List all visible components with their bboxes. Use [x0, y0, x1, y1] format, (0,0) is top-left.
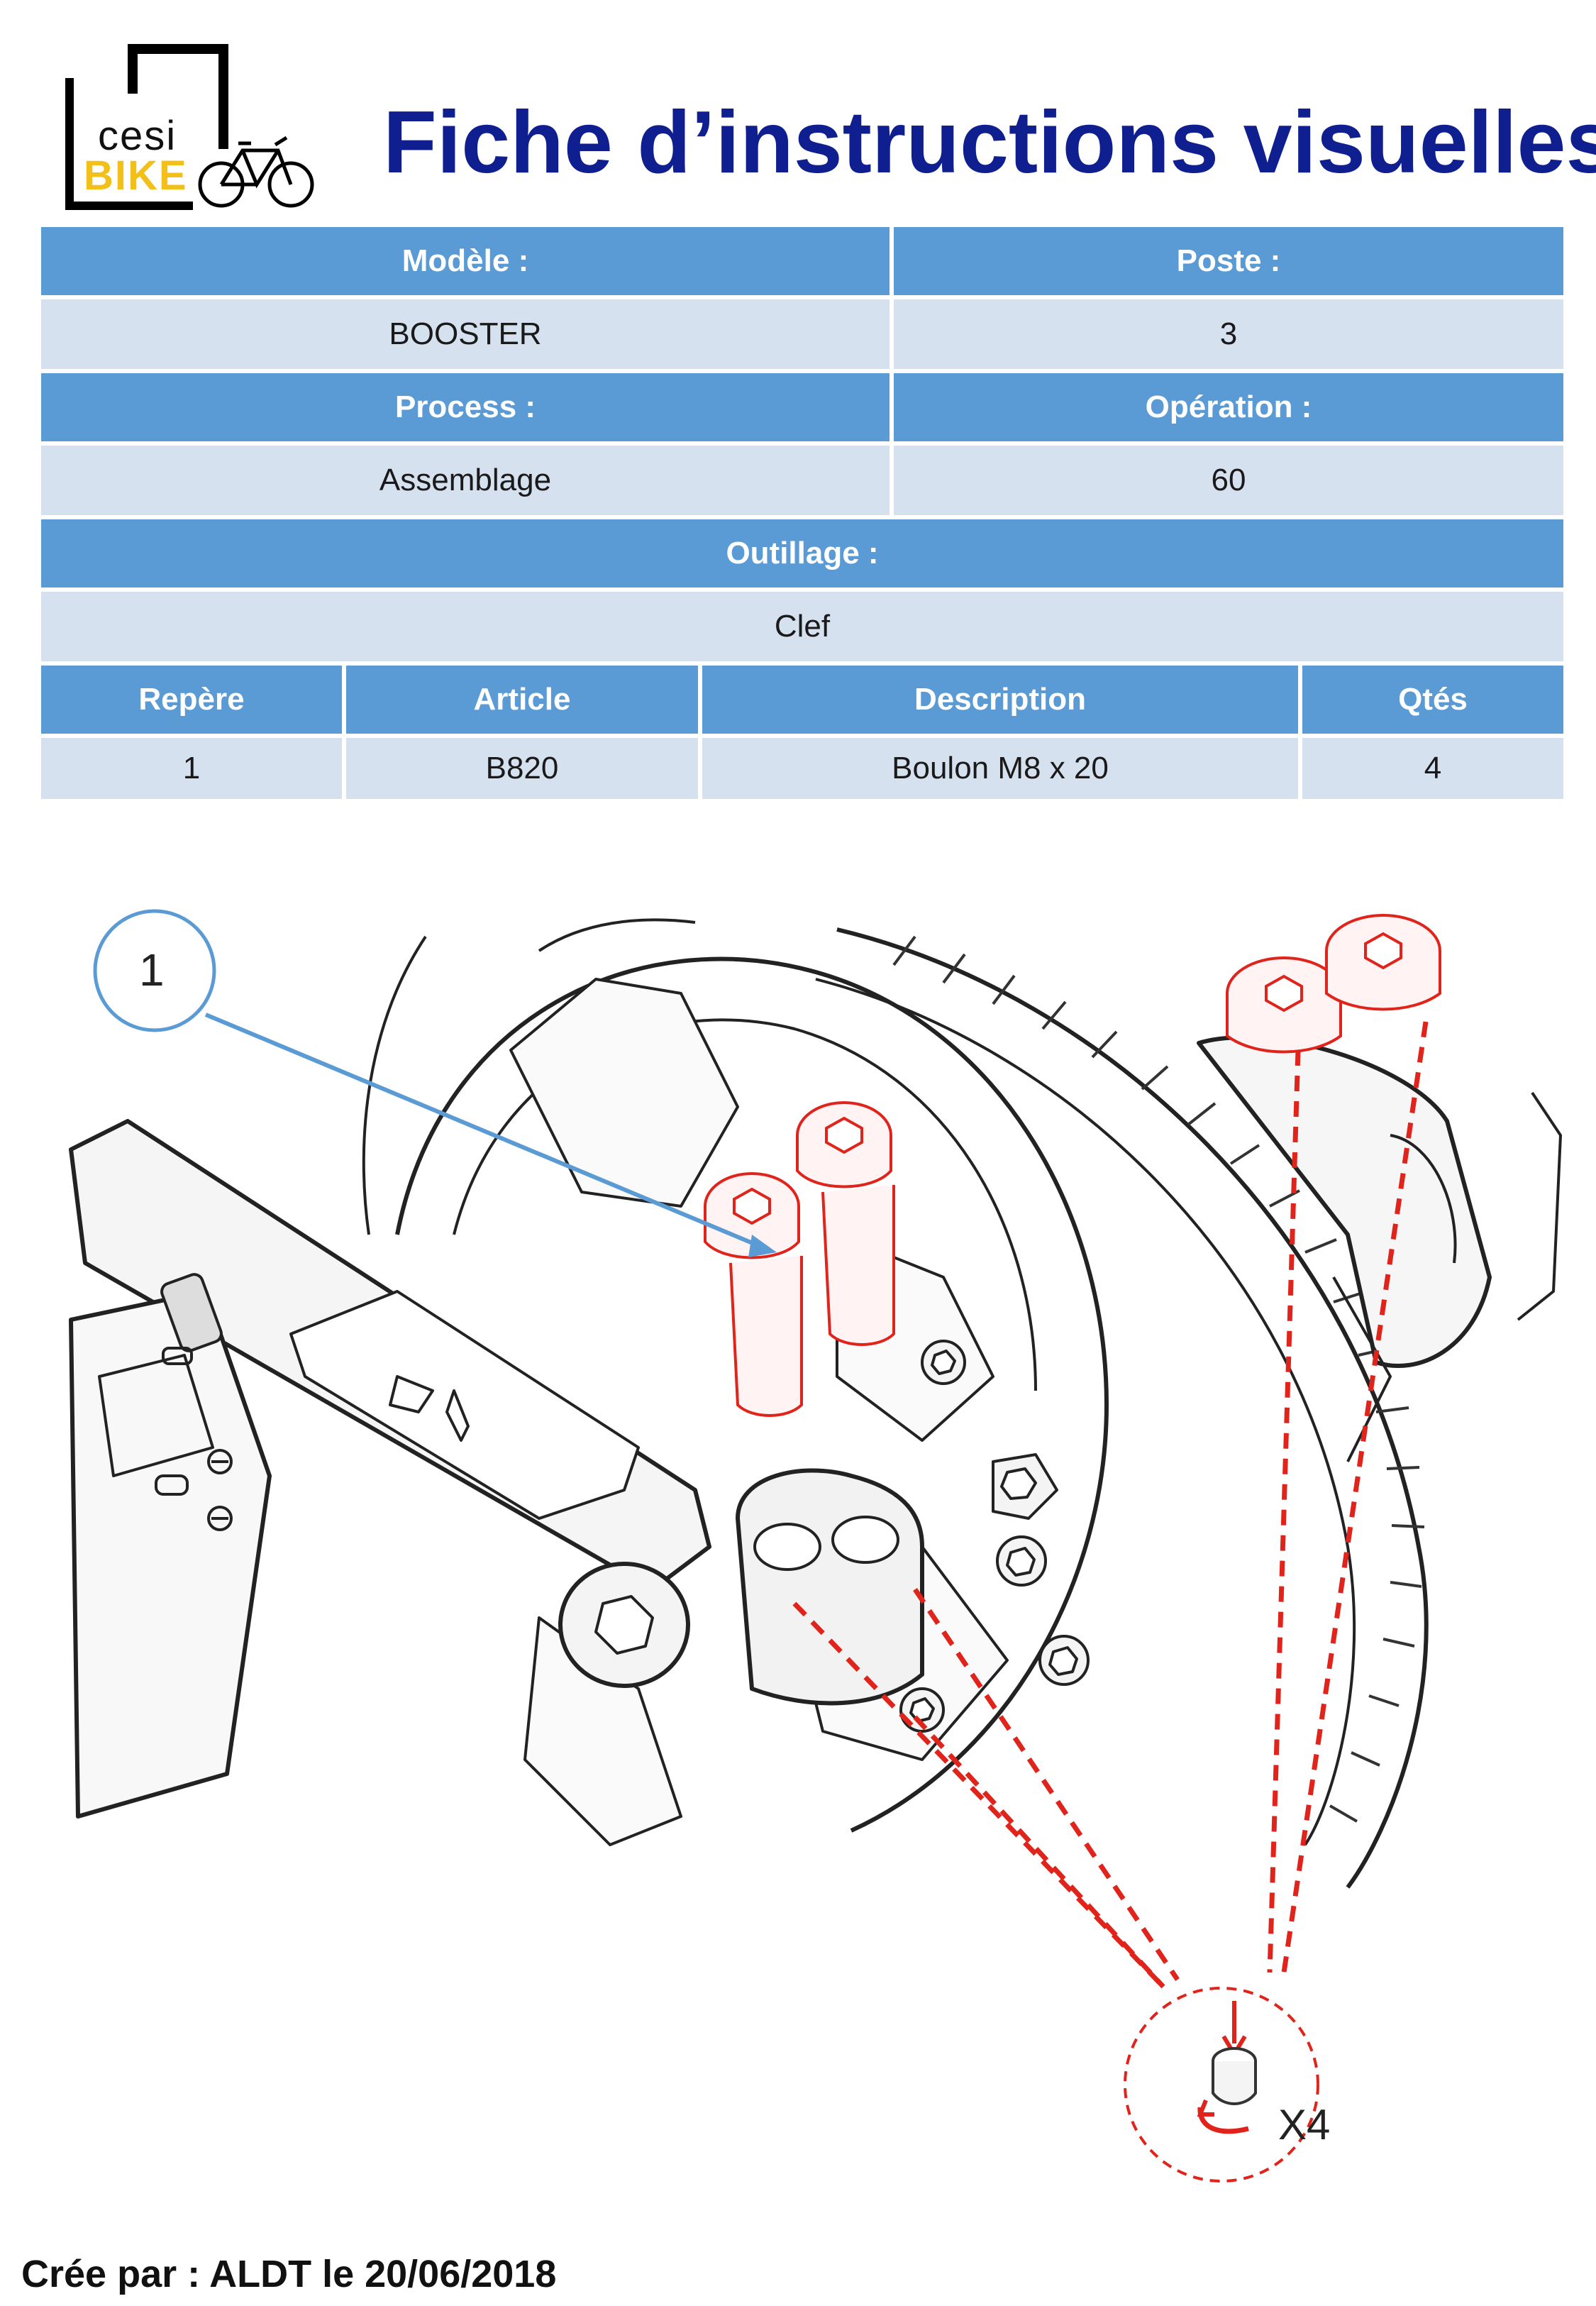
logo-frame-icon	[65, 44, 314, 210]
footer-author: Crée par : ALDT le 20/06/2018	[21, 2253, 557, 2295]
process-value: Assemblage	[41, 446, 890, 515]
chainring-bolts	[899, 1340, 1090, 1733]
crank-assembly-illustration	[69, 909, 1562, 2183]
logo-cesi-text: cesi	[98, 113, 177, 159]
cell-repere: 1	[41, 738, 342, 799]
cell-description: Boulon M8 x 20	[702, 738, 1298, 799]
table-row: 1 B820 Boulon M8 x 20 4	[41, 738, 1563, 799]
logo-bike-text: BIKE	[84, 153, 188, 199]
info-table: Modèle : Poste : BOOSTER 3 Process : Opé…	[41, 227, 1563, 803]
bolt-3	[1226, 956, 1342, 1054]
modele-label: Modèle :	[41, 227, 890, 295]
header-description: Description	[702, 666, 1298, 734]
parts-header-row: Repère Article Description Qtés	[41, 666, 1563, 734]
header-article: Article	[346, 666, 698, 734]
poste-label: Poste :	[894, 227, 1563, 295]
header-repere: Repère	[41, 666, 342, 734]
process-label: Process :	[41, 373, 890, 441]
outillage-value: Clef	[41, 592, 1563, 661]
bolt-2	[796, 1101, 895, 1346]
header-qtes: Qtés	[1302, 666, 1563, 734]
red-bolts	[704, 914, 1441, 1417]
modele-value: BOOSTER	[41, 299, 890, 369]
bolt-4	[1325, 914, 1441, 1011]
assembly-drawing: 1 X4	[0, 837, 1596, 2185]
bolt-1	[704, 1172, 803, 1417]
operation-label: Opération :	[894, 373, 1563, 441]
callout-number: 1	[139, 944, 165, 995]
guide-lines	[792, 1021, 1429, 1989]
quantity-label: X4	[1278, 2101, 1331, 2148]
operation-value: 60	[894, 446, 1563, 515]
cell-article: B820	[346, 738, 698, 799]
page-title: Fiche d’instructions visuelles	[383, 94, 1596, 192]
poste-value: 3	[894, 299, 1563, 369]
cesi-bike-logo: cesi BIKE	[65, 44, 321, 213]
cell-qtes: 4	[1302, 738, 1563, 799]
install-detail	[1124, 1987, 1319, 2183]
outillage-label: Outillage :	[41, 519, 1563, 587]
callout-1	[93, 909, 777, 1257]
